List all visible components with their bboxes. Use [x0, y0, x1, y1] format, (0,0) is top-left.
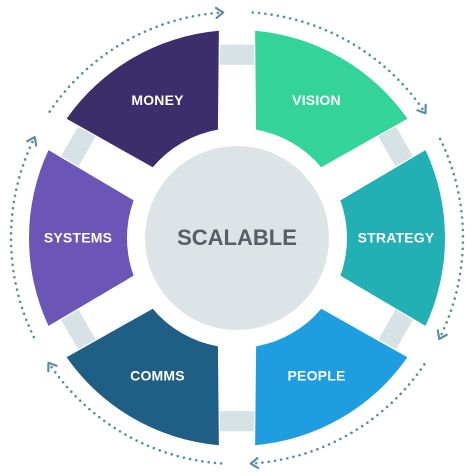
segment-vision-label: VISION: [292, 92, 341, 108]
center-circle: [145, 146, 329, 330]
cycle-arrow-icon: [26, 136, 38, 147]
segment-comms-label: COMMS: [130, 367, 185, 383]
segment-connector: [61, 126, 96, 167]
segment-people: [255, 308, 408, 446]
cycle-ring: [9, 6, 465, 470]
segment-connector: [219, 411, 255, 432]
cycle-ring-arc: [438, 137, 465, 339]
cycle-ring-arc: [48, 363, 223, 465]
segments: VISION STRATEGY PEOPLE COMMS SYSTEMS MONEY: [28, 30, 446, 446]
center-label: SCALABLE: [177, 225, 297, 250]
cycle-ring-arc: [9, 137, 36, 339]
segment-comms: [66, 308, 219, 446]
segment-money: [66, 30, 219, 168]
segment-strategy: [340, 150, 446, 326]
cycle-arrow-icon: [436, 329, 448, 340]
segment-systems-label: SYSTEMS: [44, 230, 112, 246]
cycle-ring-arc: [251, 363, 426, 465]
segment-money-label: MONEY: [131, 92, 184, 108]
segment-people-label: PEOPLE: [288, 367, 346, 383]
segment-connector: [219, 44, 255, 65]
cycle-arrow-icon: [47, 361, 58, 373]
cycle-arrow-icon: [249, 457, 260, 470]
segment-vision: [255, 30, 408, 168]
segment-systems: [28, 150, 134, 326]
cycle-arrow-icon: [214, 6, 225, 19]
segment-connector: [378, 126, 413, 167]
segment-strategy-label: STRATEGY: [358, 230, 435, 246]
cycle-arrow-icon: [416, 103, 427, 115]
cycle-ring-arc: [48, 11, 223, 113]
segment-connector: [378, 309, 413, 350]
segment-connectors: [61, 44, 413, 432]
cycle-ring-arc: [251, 11, 426, 113]
segment-connector: [61, 309, 96, 350]
